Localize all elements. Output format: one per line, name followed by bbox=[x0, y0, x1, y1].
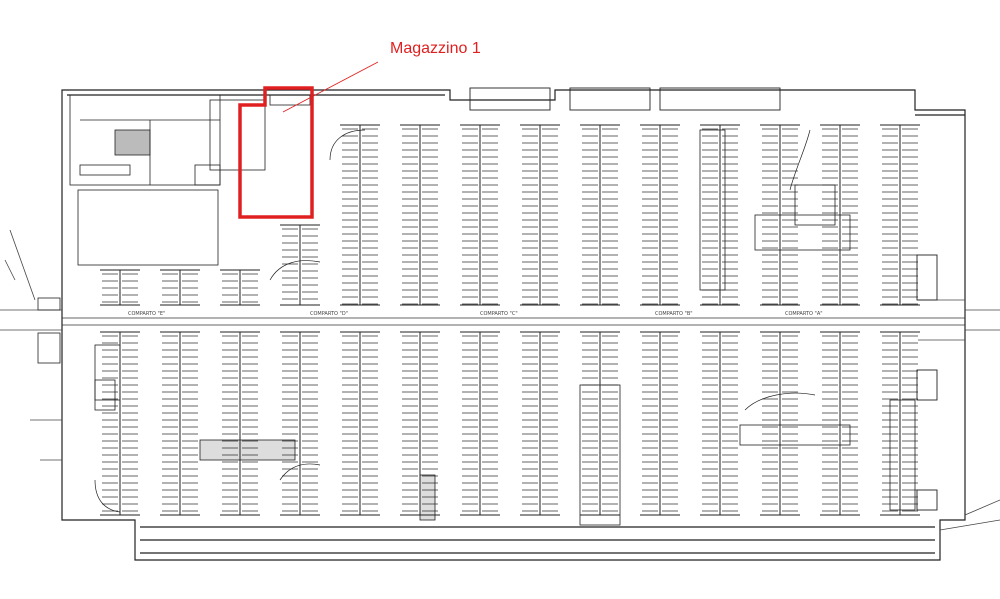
compartment-label-e: COMPARTO "E" bbox=[128, 311, 165, 317]
service-cores bbox=[199, 129, 916, 526]
office-block bbox=[37, 94, 311, 411]
compartment-label-b: COMPARTO "B" bbox=[655, 311, 693, 317]
ramp-curve bbox=[744, 392, 816, 411]
ramp-curve bbox=[269, 260, 321, 281]
top-structures bbox=[469, 87, 938, 511]
compartment-label-c: COMPARTO "C" bbox=[480, 311, 518, 317]
ramp-curve bbox=[329, 129, 366, 161]
access-road bbox=[0, 229, 1000, 531]
parking-grid bbox=[94, 124, 920, 516]
compartment-labels: COMPARTO "E" COMPARTO "D" COMPARTO "C" C… bbox=[128, 311, 823, 317]
building-outline bbox=[61, 89, 966, 561]
central-corridor bbox=[62, 317, 965, 326]
compartment-label-a: COMPARTO "A" bbox=[785, 311, 823, 317]
magazzino-label: Magazzino 1 bbox=[390, 40, 481, 57]
compartment-label-d: COMPARTO "D" bbox=[310, 311, 348, 317]
ramp-curve bbox=[789, 129, 811, 191]
magazzino-1-outline bbox=[238, 61, 379, 219]
ramp-curve bbox=[279, 463, 321, 481]
ramp-curve bbox=[94, 479, 121, 513]
